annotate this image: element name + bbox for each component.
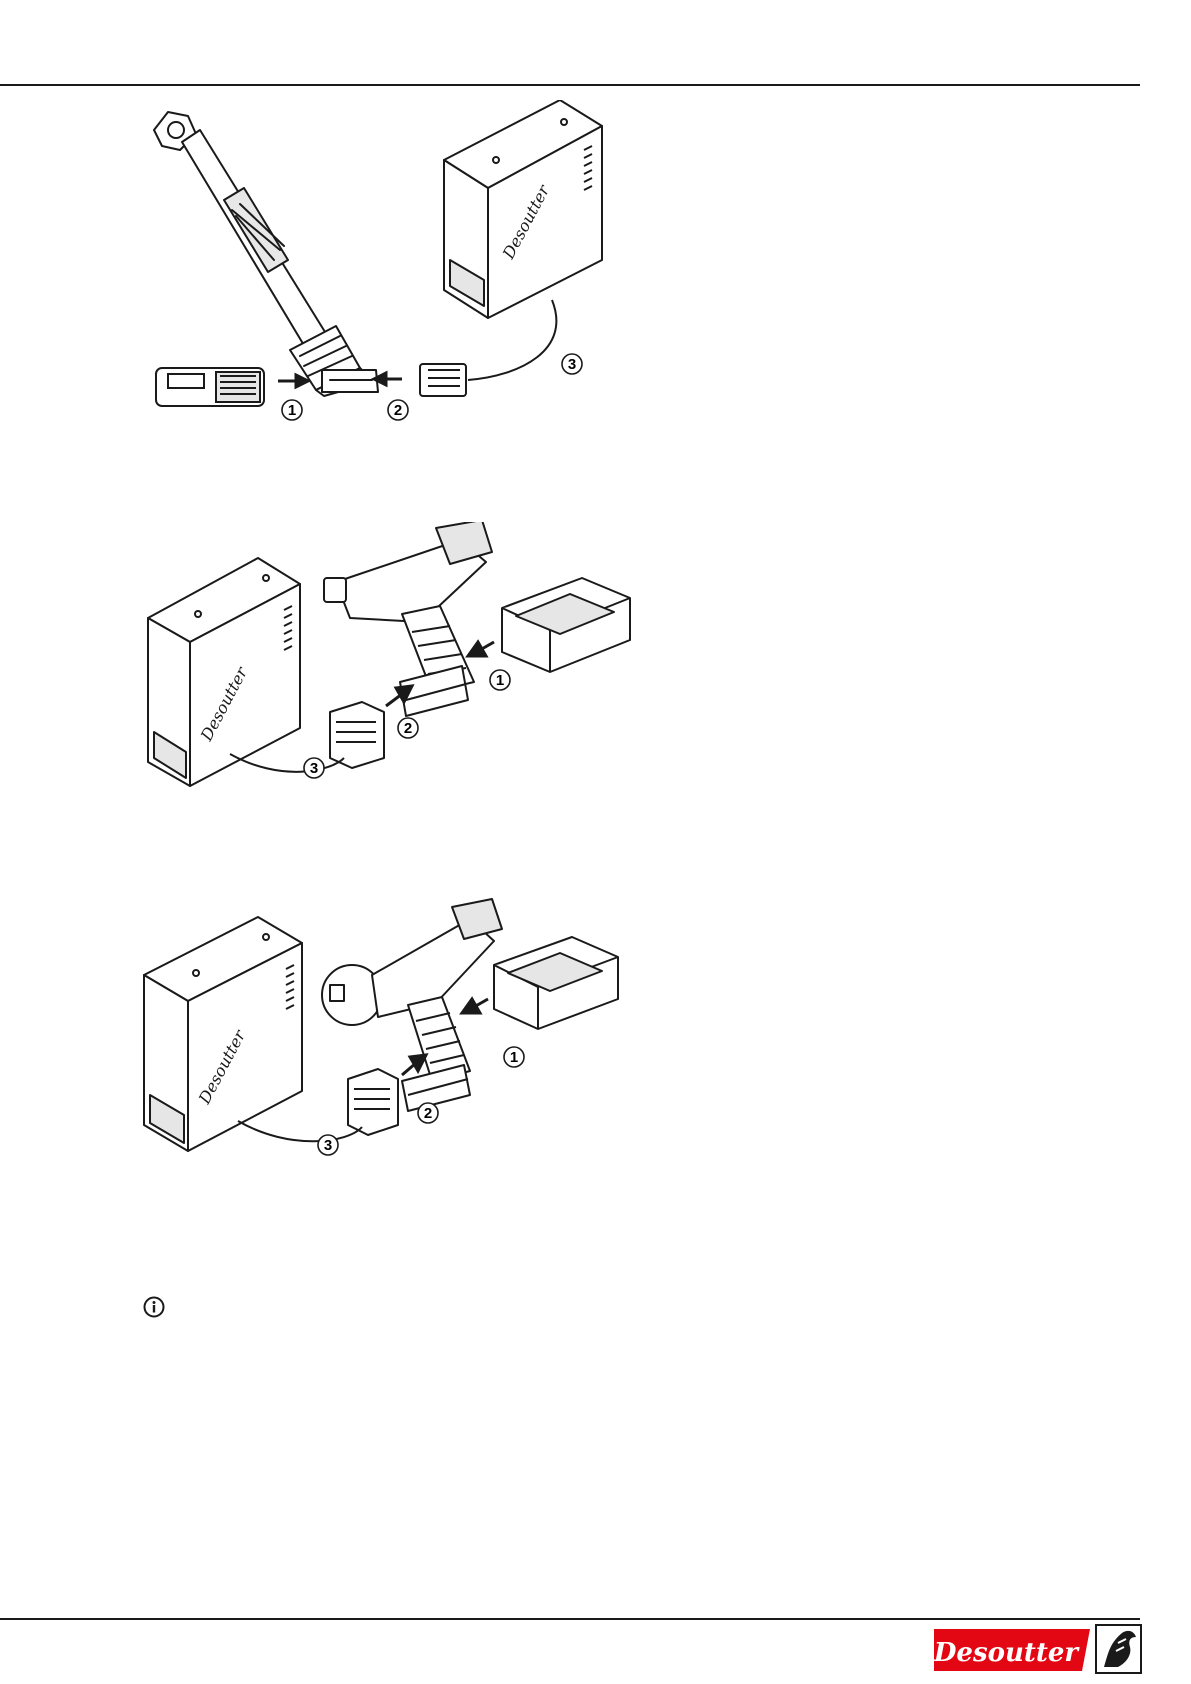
callout-2: 2 [418,1103,438,1123]
callout-1: 1 [504,1047,524,1067]
controller-unit: Desoutter [444,100,602,318]
logo-text: Desoutter [933,1638,1081,1668]
controller-unit: Desoutter [144,917,302,1151]
svg-text:3: 3 [568,356,576,373]
pistol-screwdriver-diagram: Desoutter [140,522,680,852]
battery-pack [494,937,618,1029]
figure-pistol-screwdriver-connection: Desoutter [140,522,680,852]
controller-unit: Desoutter [148,558,300,786]
callout-1: 1 [490,670,510,690]
battery-pack [502,578,630,672]
svg-text:3: 3 [324,1137,332,1154]
figure-angle-tool-connection: Desoutter 1 2 3 [140,100,680,470]
desoutter-logo: Desoutter [932,1623,1143,1675]
callout-2: 2 [388,400,408,420]
callout-2: 2 [398,718,418,738]
cable [238,1121,362,1141]
info-icon [143,1296,165,1318]
svg-text:1: 1 [510,1049,518,1066]
svg-text:2: 2 [394,402,402,419]
battery-pack [156,368,264,406]
angle-tool-diagram: Desoutter 1 2 3 [140,100,680,470]
header-rule [0,84,1140,86]
footer-rule [0,1618,1140,1620]
figure-pistol-nutrunner-connection: Desoutter 1 [140,895,680,1225]
svg-text:1: 1 [496,672,504,689]
cable-adapter [348,1069,398,1135]
svg-text:3: 3 [310,760,318,777]
svg-text:2: 2 [424,1105,432,1122]
callout-1: 1 [282,400,302,420]
callout-3: 3 [318,1135,338,1155]
callout-3: 3 [304,758,324,778]
cable-adapter [330,702,384,768]
svg-text:2: 2 [404,720,412,737]
callout-3: 3 [562,354,582,374]
cable-adapter [420,364,466,396]
svg-text:1: 1 [288,402,296,419]
pistol-nutrunner-diagram: Desoutter 1 [140,895,680,1225]
